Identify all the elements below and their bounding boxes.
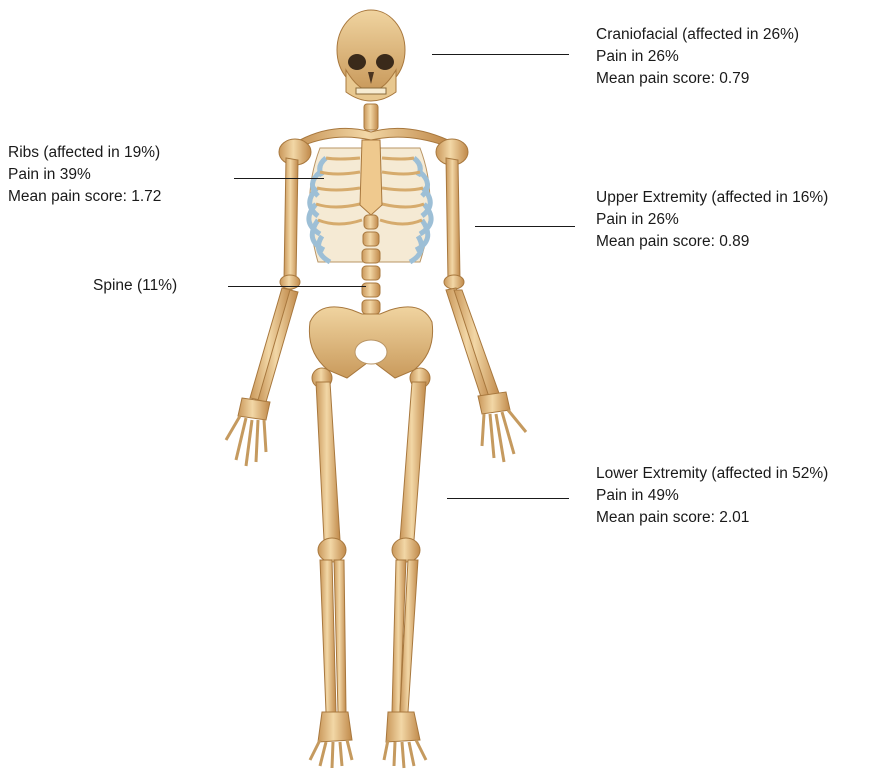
ribs-leader-line: [234, 178, 324, 179]
spine-affected: Spine (11%): [93, 275, 177, 297]
upper-extremity-leader-line: [475, 226, 575, 227]
right-arm: [444, 158, 526, 462]
upper-extremity-pain: Pain in 26%: [596, 209, 828, 231]
lower-extremity-pain: Pain in 49%: [596, 485, 828, 507]
lower-extremity-label: Lower Extremity (affected in 52%) Pain i…: [596, 463, 828, 529]
skull: [337, 10, 405, 101]
lower-extremity-leader-line: [447, 498, 569, 499]
craniofacial-pain: Pain in 26%: [596, 46, 799, 68]
cervical-spine: [364, 104, 378, 130]
upper-extremity-mean-score: Mean pain score: 0.89: [596, 231, 828, 253]
craniofacial-label: Craniofacial (affected in 26%) Pain in 2…: [596, 24, 799, 90]
lower-extremity-mean-score: Mean pain score: 2.01: [596, 507, 828, 529]
ribs-pain: Pain in 39%: [8, 164, 161, 186]
upper-extremity-label: Upper Extremity (affected in 16%) Pain i…: [596, 187, 828, 253]
craniofacial-mean-score: Mean pain score: 0.79: [596, 68, 799, 90]
spine-leader-line: [228, 286, 366, 287]
right-leg: [384, 368, 430, 768]
spine-label: Spine (11%): [93, 275, 177, 297]
upper-extremity-affected: Upper Extremity (affected in 16%): [596, 187, 828, 209]
ribs-affected: Ribs (affected in 19%): [8, 142, 161, 164]
left-arm: [226, 158, 300, 466]
lower-extremity-affected: Lower Extremity (affected in 52%): [596, 463, 828, 485]
ribs-label: Ribs (affected in 19%) Pain in 39% Mean …: [8, 142, 161, 208]
craniofacial-leader-line: [432, 54, 569, 55]
craniofacial-affected: Craniofacial (affected in 26%): [596, 24, 799, 46]
left-leg: [310, 368, 352, 768]
ribs-mean-score: Mean pain score: 1.72: [8, 186, 161, 208]
